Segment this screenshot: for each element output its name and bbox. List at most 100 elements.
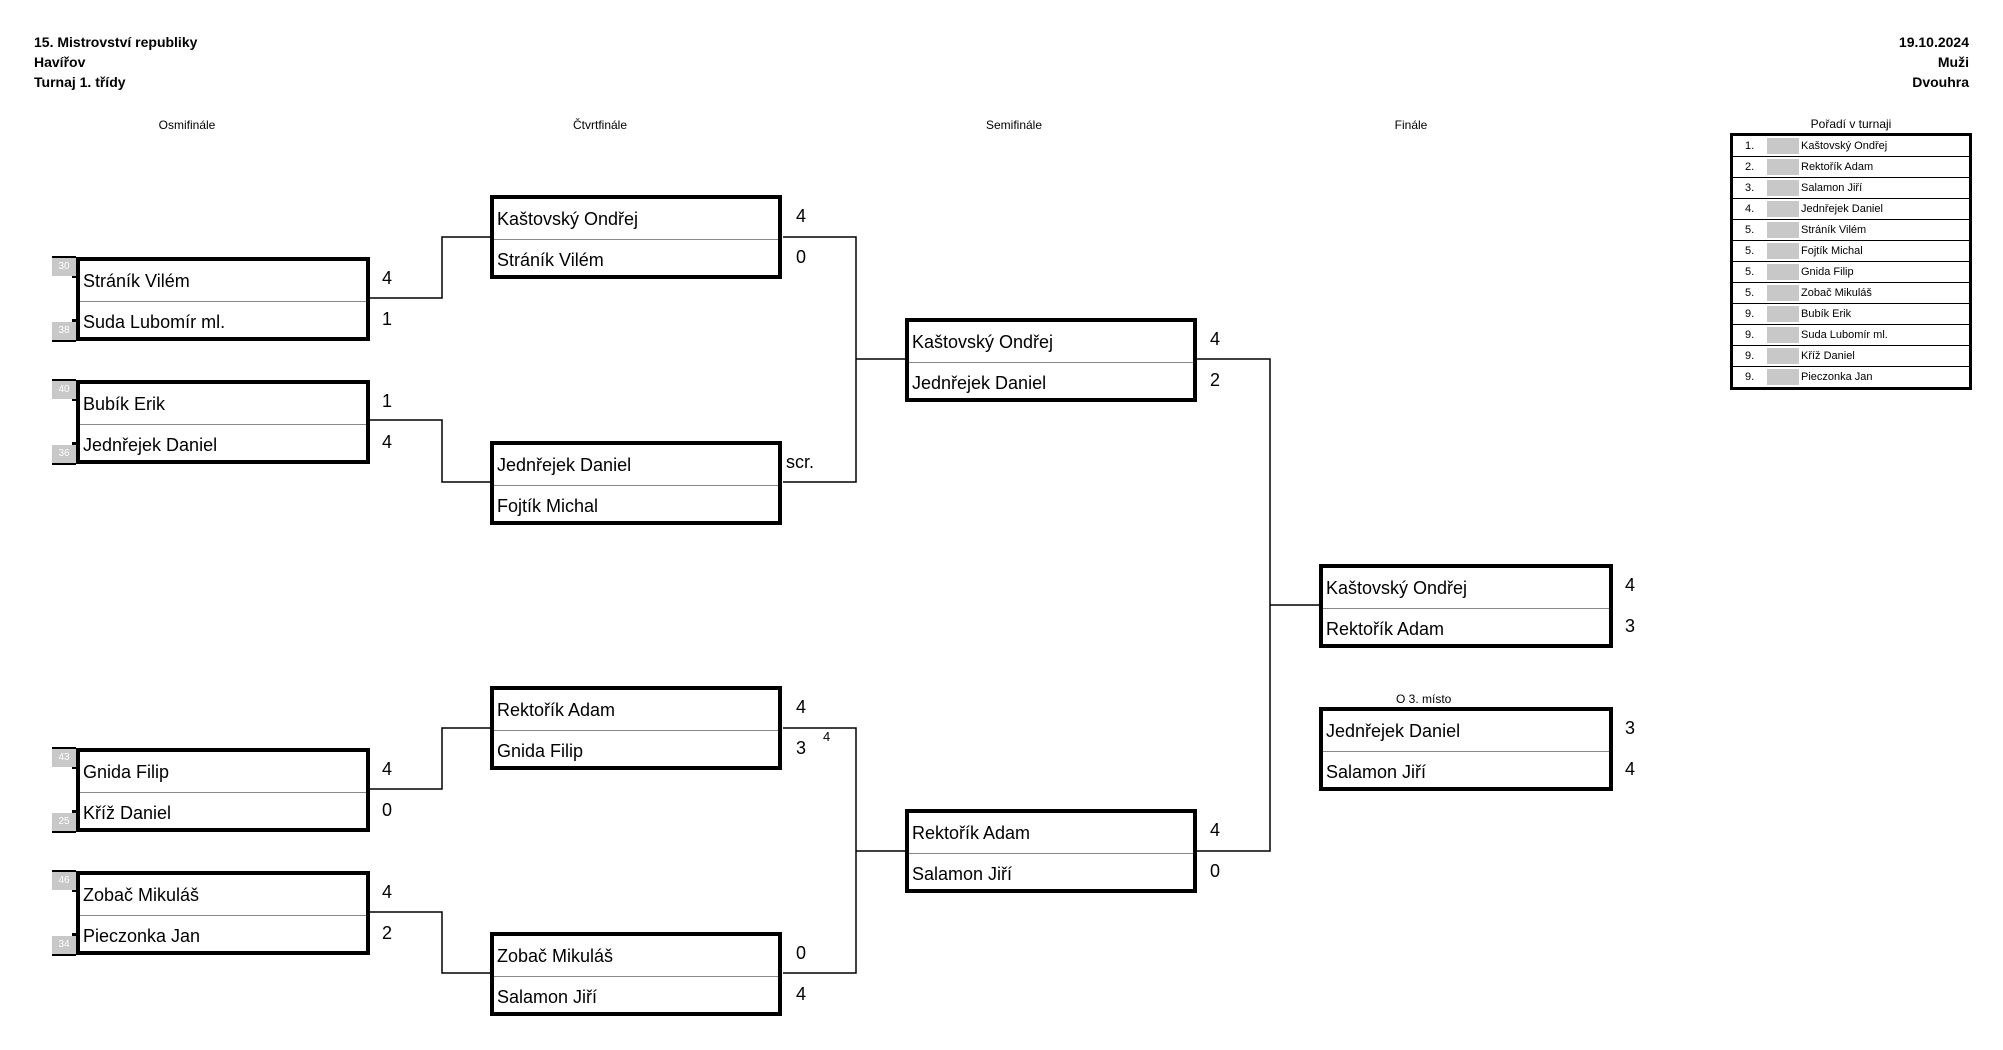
- match-score: scr.: [786, 452, 815, 472]
- seed-box-3: 43 25: [52, 749, 76, 833]
- player-name: Rektořík Adam: [497, 700, 616, 720]
- match-score: 1: [382, 391, 393, 411]
- ranking-position: 5.: [1745, 266, 1755, 278]
- match-third-place: Jednřejek Daniel Salamon Jiří: [1319, 707, 1613, 791]
- ranking-row: 5.Stráník Vilém: [1733, 220, 1969, 241]
- match-score: 4: [1625, 575, 1636, 595]
- ranking-swatch: [1767, 222, 1799, 238]
- connector-qf-bottom: [783, 727, 857, 974]
- player-name: Fojtík Michal: [494, 485, 778, 526]
- match-score: 0: [796, 943, 807, 963]
- match-sf-1: Kaštovský Ondřej Jednřejek Daniel: [905, 318, 1197, 402]
- round-label-final: Finále: [1394, 118, 1428, 132]
- tournament-info: 15. Mistrovství republiky Havířov Turnaj…: [34, 32, 197, 92]
- match-score: 4: [382, 759, 393, 779]
- ranking-row: 5.Zobač Mikuláš: [1733, 283, 1969, 304]
- ranking-name: Bubík Erik: [1801, 308, 1852, 320]
- event-date: 19.10.2024: [1898, 34, 1969, 50]
- match-r16-4: Zobač Mikuláš Pieczonka Jan: [76, 871, 370, 955]
- player-name: Jednřejek Daniel: [80, 424, 366, 465]
- ranking-swatch: [1767, 285, 1799, 301]
- ranking-row: 9. Bubík Erik: [1733, 304, 1969, 325]
- tournament-venue: Havířov: [34, 54, 86, 70]
- match-score: 4: [796, 984, 807, 1004]
- match-score: 3: [1625, 616, 1636, 636]
- player-name: Stráník Vilém: [83, 271, 190, 291]
- third-place-label: O 3. místo: [1396, 692, 1452, 706]
- seed-number: 25: [52, 813, 76, 831]
- event-discipline: Dvouhra: [1912, 74, 1969, 90]
- round-label-sf: Semifinále: [985, 118, 1043, 132]
- connector-r16-1: [368, 236, 490, 299]
- player-name: Bubík Erik: [83, 394, 166, 414]
- ranking-position: 9.: [1745, 308, 1755, 320]
- match-score: 4: [796, 206, 807, 226]
- player-name: Kříž Daniel: [80, 792, 366, 833]
- tournament-title: 15. Mistrovství republiky: [34, 34, 198, 50]
- seed-number: 46: [52, 872, 76, 890]
- ranking-name: Gnida Filip: [1801, 266, 1854, 278]
- player-name: Salamon Jiří: [1323, 751, 1609, 792]
- player-name: Jednřejek Daniel: [1326, 721, 1461, 741]
- player-name: Pieczonka Jan: [80, 915, 366, 956]
- seed-number: 40: [52, 381, 76, 399]
- player-name: Rektořík Adam: [912, 823, 1031, 843]
- connector-r16-3: [368, 727, 490, 790]
- ranking-name: Pieczonka Jan: [1801, 371, 1873, 383]
- match-score: 4: [382, 268, 393, 288]
- player-name: Salamon Jiří: [909, 853, 1193, 894]
- player-name: Zobač Mikuláš: [497, 946, 614, 966]
- match-score: 0: [796, 247, 807, 267]
- player-name: Salamon Jiří: [494, 976, 778, 1017]
- ranking-row: 2.Rektořík Adam: [1733, 157, 1969, 178]
- ranking-row: 3.Salamon Jiří: [1733, 178, 1969, 199]
- match-score: 0: [1210, 861, 1221, 881]
- match-score: 4: [1625, 759, 1636, 779]
- match-r16-1: Stráník Vilém Suda Lubomír ml.: [76, 257, 370, 341]
- ranking-position: 4.: [1745, 203, 1755, 215]
- match-r16-3: Gnida Filip Kříž Daniel: [76, 748, 370, 832]
- match-score: 4: [382, 432, 393, 452]
- match-qf-4: Zobač Mikuláš Salamon Jiří: [490, 932, 782, 1016]
- ranking-position: 3.: [1745, 182, 1755, 194]
- match-score: 4: [1210, 329, 1221, 349]
- player-name: Kaštovský Ondřej: [497, 209, 639, 229]
- ranking-name: Jednřejek Daniel: [1801, 203, 1883, 215]
- match-qf-1: Kaštovský Ondřej Stráník Vilém: [490, 195, 782, 279]
- ranking-swatch: [1767, 264, 1799, 280]
- match-final: Kaštovský Ondřej Rektořík Adam: [1319, 564, 1613, 648]
- seed-number: 36: [52, 445, 76, 463]
- player-name: Gnida Filip: [494, 730, 778, 771]
- seed-number: 43: [52, 749, 76, 767]
- ranking-swatch: [1767, 201, 1799, 217]
- match-score: 4: [796, 697, 807, 717]
- player-name: Suda Lubomír ml.: [80, 301, 366, 342]
- ranking-position: 5.: [1745, 287, 1755, 299]
- ranking-position: 9.: [1745, 350, 1755, 362]
- ranking-row: 9.Suda Lubomír ml.: [1733, 325, 1969, 346]
- ranking-swatch: [1767, 138, 1799, 154]
- ranking-name: Rektořík Adam: [1801, 161, 1874, 173]
- player-name: Kaštovský Ondřej: [1326, 578, 1468, 598]
- ranking-swatch: [1767, 306, 1799, 322]
- round-label-qf: Čtvrtfinále: [572, 118, 628, 132]
- connector-r16-4: [368, 911, 490, 974]
- ranking-name: Kaštovský Ondřej: [1801, 140, 1888, 152]
- round-label-r16: Osmifinále: [158, 118, 216, 132]
- seed-box-4: 46 34: [52, 872, 76, 956]
- player-name: Rektořík Adam: [1323, 608, 1609, 649]
- seed-box-1: 30 38: [52, 258, 76, 342]
- event-category: Muži: [1937, 54, 1969, 70]
- ranking-swatch: [1767, 348, 1799, 364]
- player-name: Jednřejek Daniel: [497, 455, 632, 475]
- match-score: 4: [1210, 820, 1221, 840]
- player-name: Gnida Filip: [83, 762, 170, 782]
- seed-number: 38: [52, 322, 76, 340]
- match-score: 1: [382, 309, 393, 329]
- seed-box-2: 40 36: [52, 381, 76, 465]
- ranking-table: 1.Kaštovský Ondřej 2.Rektořík Adam 3.Sal…: [1730, 133, 1972, 390]
- ranking-row: 4. Jednřejek Daniel: [1733, 199, 1969, 220]
- player-name: Stráník Vilém: [494, 239, 778, 280]
- seed-number: 30: [52, 258, 76, 276]
- ranking-name: Fojtík Michal: [1801, 245, 1863, 257]
